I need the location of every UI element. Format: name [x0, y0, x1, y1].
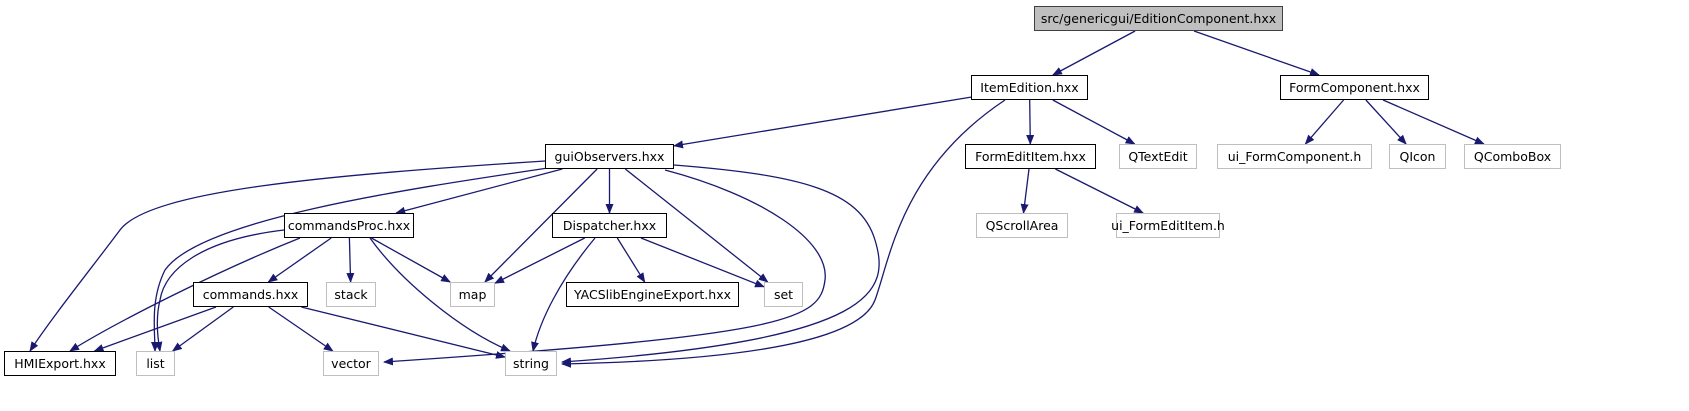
edge-commandsproc-to-string — [369, 237, 511, 352]
node-qcombobox: QComboBox — [1464, 144, 1561, 169]
edge-commandsproc-to-list — [154, 229, 285, 352]
edge-commands-to-string — [301, 306, 506, 359]
edge-itemedition-to-guiobservers — [673, 96, 972, 149]
node-hmiexport[interactable]: HMIExport.hxx — [4, 351, 116, 376]
edge-commandsproc-to-stack — [346, 237, 355, 283]
node-yacslibengineexport[interactable]: YACSlibEngineExport.hxx — [566, 282, 739, 307]
node-ui-formcomponent: ui_FormComponent.h — [1217, 144, 1372, 169]
node-guiobservers[interactable]: guiObservers.hxx — [545, 144, 674, 169]
node-set: set — [764, 282, 803, 307]
node-qtextedit: QTextEdit — [1119, 144, 1197, 169]
node-string: string — [505, 351, 557, 376]
edge-formedititem-to-qscrollarea — [1020, 168, 1030, 214]
edge-guiobservers-to-set — [624, 168, 769, 283]
edge-dispatcher-to-yacslib — [616, 237, 646, 283]
node-root-editioncomponent[interactable]: src/genericgui/EditionComponent.hxx — [1034, 6, 1283, 31]
edge-guiobservers-to-string — [561, 164, 880, 366]
node-formedititem[interactable]: FormEditItem.hxx — [965, 144, 1096, 169]
edges-layer — [29, 30, 1485, 368]
edge-root-to-formcomponent — [1193, 30, 1320, 76]
edge-formedititem-to-ui_formedititem — [1055, 168, 1144, 214]
node-map: map — [450, 282, 495, 307]
node-commandsproc[interactable]: commandsProc.hxx — [284, 213, 414, 238]
node-qscrollarea: QScrollArea — [976, 213, 1068, 238]
node-dispatcher[interactable]: Dispatcher.hxx — [552, 213, 667, 238]
edge-commands-to-vector — [268, 306, 334, 352]
edge-guiobservers-to-list — [150, 167, 549, 352]
edge-itemedition-to-formedititem — [1026, 99, 1035, 145]
edge-dispatcher-to-map — [494, 237, 585, 284]
edge-commandsproc-to-hmiexport — [69, 237, 301, 352]
edge-commandsproc-to-map — [371, 237, 451, 283]
edge-formcomponent-to-qcombobox — [1382, 99, 1485, 145]
edge-dispatcher-to-set — [640, 237, 765, 288]
node-list: list — [136, 351, 175, 376]
edge-root-to-itemedition — [1052, 30, 1136, 76]
edge-itemedition-to-qtextedit — [1052, 99, 1136, 145]
node-commands[interactable]: commands.hxx — [193, 282, 308, 307]
node-stack: stack — [326, 282, 376, 307]
edge-dispatcher-to-string — [531, 237, 596, 352]
node-formcomponent[interactable]: FormComponent.hxx — [1280, 75, 1429, 100]
node-vector: vector — [323, 351, 379, 376]
edge-guiobservers-to-hmiexport — [29, 160, 546, 352]
edge-commands-to-hmiexport — [93, 306, 217, 352]
edge-itemedition-to-string — [561, 99, 1006, 368]
edge-formcomponent-to-qicon — [1365, 99, 1407, 145]
edge-commandsproc-to-commands — [267, 237, 332, 283]
edge-commands-to-list — [171, 306, 234, 352]
edge-guiobservers-to-commandsproc — [395, 168, 563, 215]
edge-formcomponent-to-ui_formcomponent — [1304, 99, 1345, 145]
node-ui-formedititem: ui_FormEditItem.h — [1111, 213, 1225, 238]
node-qicon: QIcon — [1389, 144, 1446, 169]
node-itemedition[interactable]: ItemEdition.hxx — [971, 75, 1088, 100]
edge-guiobservers-to-vector — [383, 169, 826, 366]
edge-guiobservers-to-map — [484, 168, 598, 283]
